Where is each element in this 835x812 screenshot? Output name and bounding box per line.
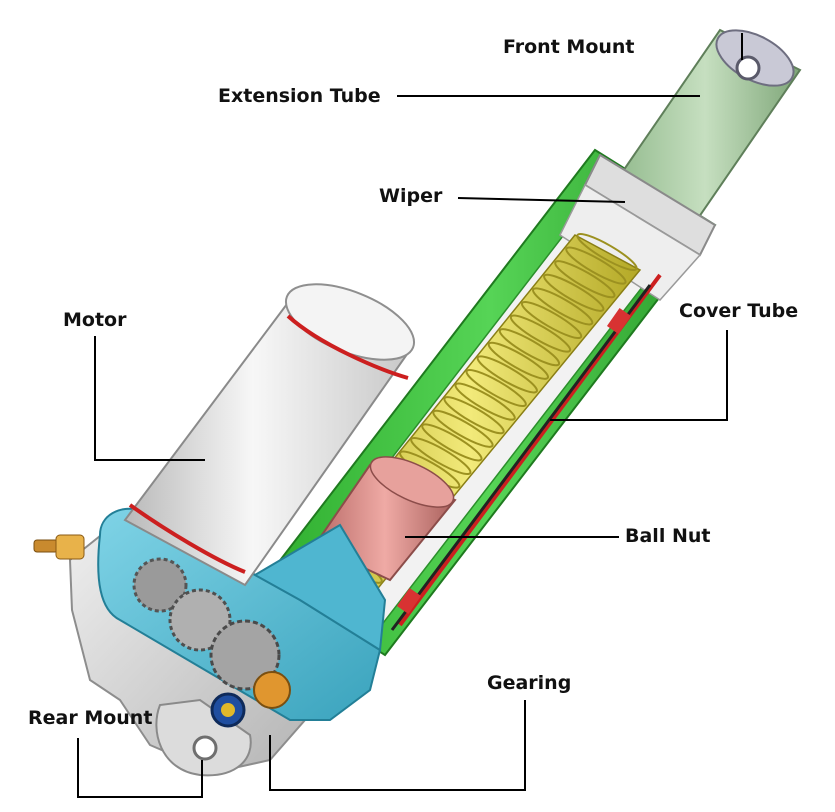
screw-thread <box>432 409 494 448</box>
screw-thread <box>487 341 550 380</box>
label-front-mount: Front Mount <box>503 36 635 58</box>
wiper <box>559 153 717 301</box>
leader-lines <box>77 33 743 798</box>
label-wiper: Wiper <box>379 185 443 207</box>
screw-thread <box>565 246 627 285</box>
screw-thread <box>476 355 538 394</box>
label-extension-tube: Extension Tube <box>218 85 381 107</box>
motor <box>123 283 416 587</box>
screw-thread <box>421 423 483 462</box>
screw-thread <box>543 273 605 312</box>
leader-gearing <box>269 700 526 791</box>
label-motor: Motor <box>63 309 127 331</box>
screw-thread <box>554 260 616 299</box>
screw-thread <box>532 287 594 326</box>
front-mount-hole <box>735 55 761 81</box>
rear-mount-hole <box>192 735 218 761</box>
gearing-assembly <box>132 557 291 728</box>
leader-cover-tube <box>550 330 728 421</box>
screw-thread <box>520 300 583 340</box>
screw-thread <box>509 314 572 353</box>
label-gearing: Gearing <box>487 672 572 694</box>
screw-thread <box>465 368 527 408</box>
screw-thread <box>498 328 561 367</box>
extension-tube <box>608 28 802 232</box>
label-ball-nut: Ball Nut <box>625 525 711 547</box>
limit-switch-strip <box>390 273 662 631</box>
label-rear-mount: Rear Mount <box>28 707 153 729</box>
leader-motor <box>94 336 205 461</box>
label-cover-tube: Cover Tube <box>679 300 799 322</box>
leader-rear-mount <box>77 738 203 798</box>
screw-thread <box>443 396 505 435</box>
leader-wiper <box>457 197 626 203</box>
screw-thread <box>576 232 638 272</box>
screw-thread <box>454 382 516 421</box>
cable-connector <box>33 534 85 560</box>
screw-thread <box>410 436 472 476</box>
